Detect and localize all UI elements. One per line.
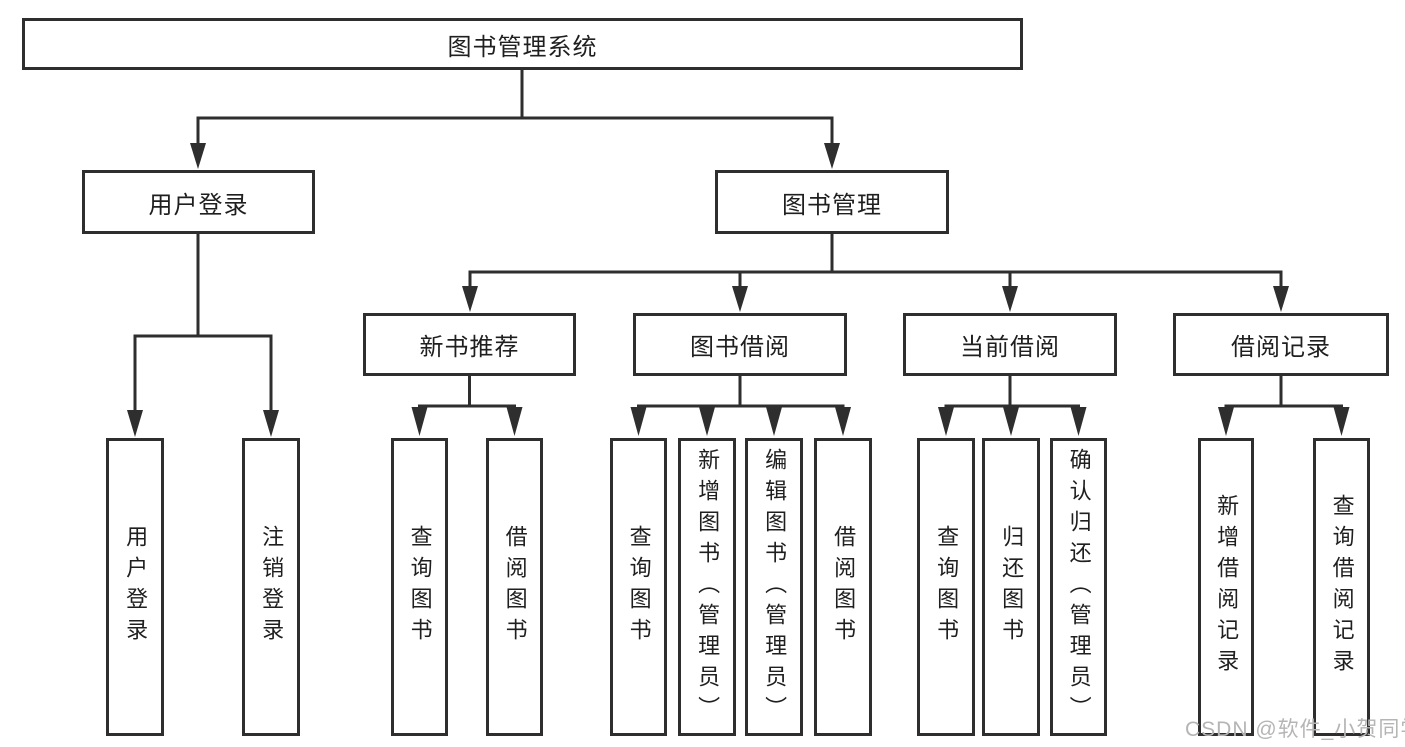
node-root-label: 图书管理系统	[447, 33, 598, 61]
node-current-borrow-label: 当前借阅	[960, 334, 1060, 361]
connector-book-mgmt-to-level3	[462, 233, 1289, 312]
leaf-borrow-borrow-books-label: 借阅图书	[831, 525, 857, 649]
leaf-borrow-edit-books-admin-label: 编辑图书（管理员）	[762, 447, 788, 727]
leaf-records-query-record-label: 查询借阅记录	[1329, 494, 1355, 680]
leaf-current-return-books-label: 归还图书	[999, 525, 1025, 649]
leaf-borrow-add-books-admin: 新增图书（管理员）	[678, 438, 736, 736]
connector-root-to-level2	[190, 69, 840, 169]
leaf-borrow-edit-books-admin: 编辑图书（管理员）	[745, 438, 803, 736]
node-book-borrow: 图书借阅	[633, 313, 847, 376]
csdn-watermark: CSDN @软件_小贺同学	[1185, 718, 1405, 741]
connector-new-book-to-leaves	[411, 375, 523, 436]
node-new-book-recommend: 新书推荐	[363, 313, 576, 376]
node-book-borrow-label: 图书借阅	[690, 334, 790, 361]
node-root: 图书管理系统	[22, 18, 1023, 70]
node-book-management-label: 图书管理	[782, 191, 882, 219]
connector-user-login-to-leaves	[127, 233, 279, 437]
leaf-newbook-borrow-books: 借阅图书	[486, 438, 543, 736]
leaf-logout-label: 注销登录	[259, 525, 285, 649]
node-current-borrow: 当前借阅	[903, 313, 1117, 376]
connector-book-borrow-to-leaves	[630, 375, 851, 436]
leaf-logout: 注销登录	[242, 438, 300, 736]
leaf-user-login: 用户登录	[106, 438, 164, 736]
leaf-borrow-add-books-admin-label: 新增图书（管理员）	[695, 447, 721, 727]
connector-current-borrow-to-leaves	[938, 375, 1087, 436]
node-book-management: 图书管理	[715, 170, 949, 234]
leaf-current-confirm-return-admin-label: 确认归还（管理员）	[1066, 447, 1092, 727]
leaf-newbook-borrow-books-label: 借阅图书	[502, 525, 528, 649]
leaf-records-add-record: 新增借阅记录	[1198, 438, 1254, 736]
node-user-login-label: 用户登录	[148, 191, 249, 219]
leaf-newbook-query-books: 查询图书	[391, 438, 448, 736]
leaf-current-query-books: 查询图书	[917, 438, 975, 736]
leaf-records-query-record: 查询借阅记录	[1313, 438, 1370, 736]
leaf-records-add-record-label: 新增借阅记录	[1214, 494, 1240, 680]
connector-borrow-records-to-leaves	[1218, 375, 1350, 436]
leaf-newbook-query-books-label: 查询图书	[407, 525, 433, 649]
leaf-current-confirm-return-admin: 确认归还（管理员）	[1050, 438, 1107, 736]
leaf-borrow-query-books-label: 查询图书	[626, 525, 652, 649]
leaf-current-query-books-label: 查询图书	[934, 525, 960, 649]
node-borrow-records: 借阅记录	[1173, 313, 1389, 376]
leaf-borrow-query-books: 查询图书	[610, 438, 667, 736]
node-new-book-recommend-label: 新书推荐	[419, 334, 520, 361]
leaf-user-login-label: 用户登录	[123, 525, 149, 649]
leaf-current-return-books: 归还图书	[982, 438, 1040, 736]
node-borrow-records-label: 借阅记录	[1231, 334, 1331, 361]
leaf-borrow-borrow-books: 借阅图书	[814, 438, 872, 736]
node-user-login: 用户登录	[82, 170, 315, 234]
